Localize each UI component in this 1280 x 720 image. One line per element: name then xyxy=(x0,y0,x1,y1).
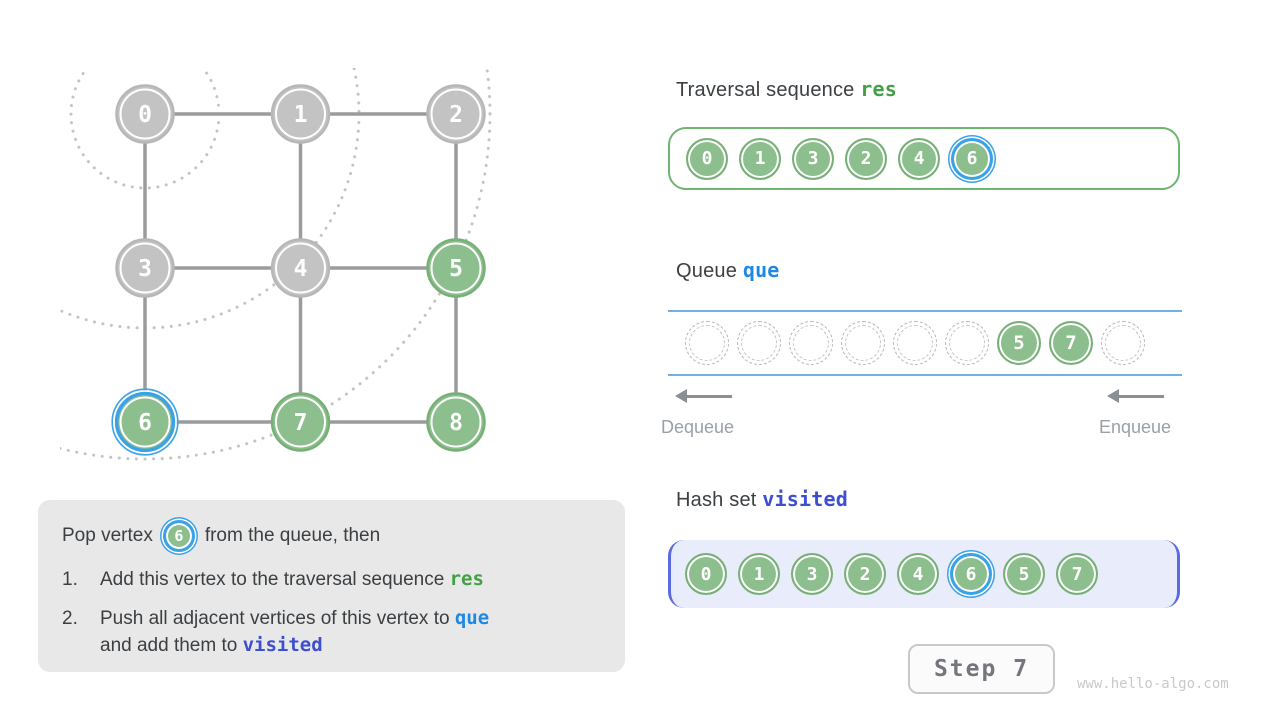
node-label: 6 xyxy=(138,410,152,436)
explanation-item-2: 2. Push all adjacent vertices of this ve… xyxy=(62,605,607,660)
node-label: 0 xyxy=(138,102,152,128)
node-inner-ring xyxy=(430,88,482,140)
vertex-chip: 0 xyxy=(685,553,727,595)
queue-empty-slot xyxy=(893,321,937,365)
vertex-chip: 2 xyxy=(845,137,887,180)
node-label: 1 xyxy=(294,102,308,128)
graph-node-0 xyxy=(115,84,175,144)
graph-svg: 0 1 2 3 4 5 6 7 8 xyxy=(60,68,492,461)
popped-vertex-label: 6 xyxy=(174,527,184,545)
res-code-token: res xyxy=(449,568,484,590)
node-inner-ring xyxy=(430,242,482,294)
queue-title: Queue xyxy=(676,260,738,282)
vertex-chip-highlighted: 6 xyxy=(951,137,993,180)
highlight-outer-ring xyxy=(111,388,179,456)
visited-code-token: visited xyxy=(242,634,323,657)
node-inner-ring xyxy=(275,242,326,294)
graph-node-1 xyxy=(270,84,331,144)
item-1-number: 1. xyxy=(62,569,78,590)
item-1-text: Add this vertex to the traversal sequenc… xyxy=(100,568,484,590)
enqueue-arrow-icon xyxy=(1107,389,1164,403)
node-inner-ring xyxy=(119,242,171,294)
node-label: 8 xyxy=(449,410,463,436)
queue-empty-slot xyxy=(1101,321,1145,365)
vertex-chip: 3 xyxy=(791,553,833,595)
vertex-chip: 7 xyxy=(1049,321,1093,365)
vertex-chip: 1 xyxy=(738,553,780,595)
queue-code: que xyxy=(742,258,780,282)
vertex-chip: 7 xyxy=(1056,553,1098,595)
res-header: Traversal sequence res xyxy=(676,77,897,102)
que-code-token: que xyxy=(454,606,490,629)
vertex-chip: 3 xyxy=(792,137,834,180)
dequeue-label: Dequeue xyxy=(661,417,735,437)
explanation-item-1: 1. Add this vertex to the traversal sequ… xyxy=(62,566,607,594)
queue-bottom-line xyxy=(668,374,1182,376)
queue-empty-slot xyxy=(737,321,781,365)
graph-node-3 xyxy=(115,238,175,298)
explanation-pop-line: Pop vertex 6 from the queue, then xyxy=(62,517,607,555)
node-inner-ring xyxy=(275,88,326,140)
queue-header: Queue que xyxy=(676,258,780,283)
pop-text-before: Pop vertex xyxy=(62,525,153,546)
queue-empty-slot xyxy=(841,321,885,365)
dequeue-arrow-icon xyxy=(675,389,732,403)
popped-vertex-chip: 6 xyxy=(162,520,195,552)
vertex-chip: 4 xyxy=(897,553,939,595)
node-label: 4 xyxy=(294,256,308,282)
visited-code: visited xyxy=(762,487,848,511)
step-button[interactable]: Step 7 xyxy=(908,644,1055,694)
vertex-chip: 5 xyxy=(1003,553,1045,595)
queue-empty-slot xyxy=(945,321,989,365)
watermark: www.hello-algo.com xyxy=(1077,676,1229,692)
node-inner-ring xyxy=(430,396,482,448)
queue-empty-slot xyxy=(685,321,729,365)
queue-top-line xyxy=(668,310,1182,312)
graph-node-7 xyxy=(270,392,331,452)
item-2-number: 2. xyxy=(62,607,78,629)
res-title: Traversal sequence xyxy=(676,79,855,101)
highlight-gap-ring xyxy=(113,390,177,454)
vertex-chip-highlighted: 6 xyxy=(950,553,992,595)
pop-text-after: from the queue, then xyxy=(204,525,381,546)
item-2-text: Push all adjacent vertices of this verte… xyxy=(100,606,490,657)
enqueue-label: Enqueue xyxy=(1099,417,1172,437)
visited-header: Hash set visited xyxy=(676,487,848,512)
graph-node-8 xyxy=(426,392,486,452)
explanation-box: Pop vertex 6 from the queue, then 1. Add… xyxy=(38,500,625,672)
node-inner-ring xyxy=(275,396,326,448)
node-label: 5 xyxy=(449,256,463,282)
queue-empty-slot xyxy=(789,321,833,365)
vertex-chip: 2 xyxy=(844,553,886,595)
node-label: 2 xyxy=(449,102,463,128)
graph-node-5 xyxy=(426,238,486,298)
vertex-chip: 5 xyxy=(997,321,1041,365)
node-inner-ring xyxy=(119,396,171,448)
graph-node-2 xyxy=(426,84,486,144)
node-label: 3 xyxy=(138,256,152,282)
node-inner-ring xyxy=(119,88,171,140)
res-code: res xyxy=(860,77,898,101)
vertex-chip: 0 xyxy=(686,137,728,180)
vertex-chip: 1 xyxy=(739,137,781,180)
bfs-wave-arc xyxy=(60,68,492,461)
visited-title: Hash set xyxy=(676,489,757,511)
vertex-chip: 4 xyxy=(898,137,940,180)
node-label: 7 xyxy=(294,410,308,436)
graph-node-4 xyxy=(270,238,331,298)
graph-node-6 xyxy=(114,391,176,453)
